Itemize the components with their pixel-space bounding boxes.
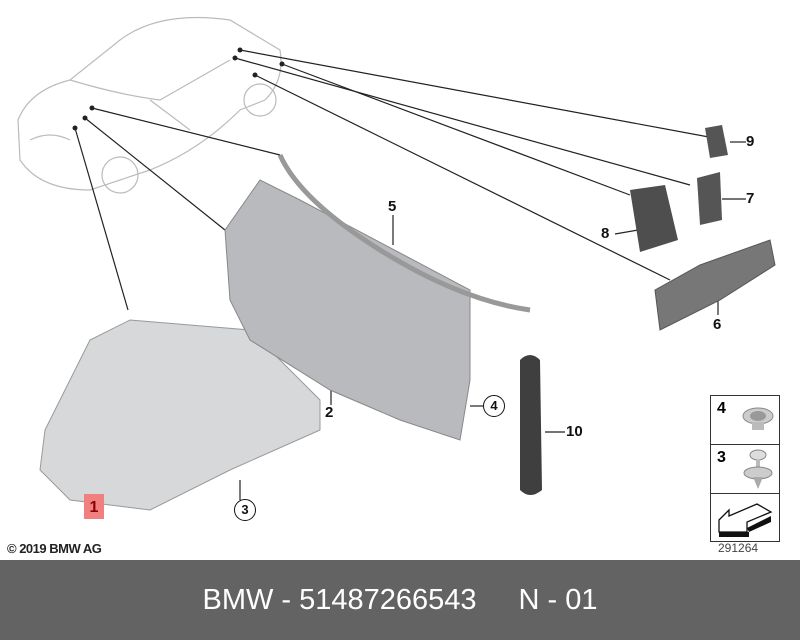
legend-number: 3	[717, 449, 726, 466]
part-6-insulation	[654, 239, 776, 331]
direction-arrow-icon	[718, 503, 773, 537]
legend-number: 4	[717, 400, 726, 417]
callout-4[interactable]: 4	[483, 395, 505, 417]
callout-2[interactable]: 2	[325, 404, 334, 421]
legend-item-4[interactable]: 4	[711, 396, 779, 445]
part-number-footer: BMW - 51487266543 N - 01	[0, 560, 800, 640]
copyright-text: © 2019 BMW AG	[7, 541, 102, 556]
legend-item-3[interactable]: 3	[711, 445, 779, 494]
part-5-seal	[277, 153, 531, 313]
part-2-firewall-insulation	[224, 179, 471, 441]
diagram-number: 291264	[718, 541, 759, 555]
callout-3[interactable]: 3	[234, 499, 256, 521]
part-1-underbody-insulation	[39, 319, 321, 511]
part-9-block	[705, 125, 728, 158]
part-8-block	[630, 185, 678, 252]
leader-lines	[74, 49, 746, 500]
callout-10[interactable]: 10	[566, 423, 583, 440]
callout-7[interactable]: 7	[746, 190, 755, 207]
callout-6[interactable]: 6	[713, 316, 722, 333]
part-7-block	[697, 172, 722, 225]
separator: -	[281, 583, 292, 616]
brand-label: BMW	[202, 583, 274, 616]
fastener-legend: 4 3	[710, 395, 780, 542]
callout-5[interactable]: 5	[388, 198, 397, 215]
callout-1-highlighted[interactable]: 1	[84, 494, 104, 519]
clip-icon	[743, 449, 773, 489]
parts-diagram	[17, 16, 776, 511]
car-outline	[17, 16, 282, 194]
position-code: N - 01	[518, 583, 598, 616]
callout-8[interactable]: 8	[601, 225, 610, 242]
legend-arrow-cell	[711, 494, 779, 542]
callout-9[interactable]: 9	[746, 133, 755, 150]
grommet-icon	[742, 407, 774, 430]
part-number: 51487266543	[299, 583, 477, 616]
part-10-strip	[520, 355, 542, 495]
